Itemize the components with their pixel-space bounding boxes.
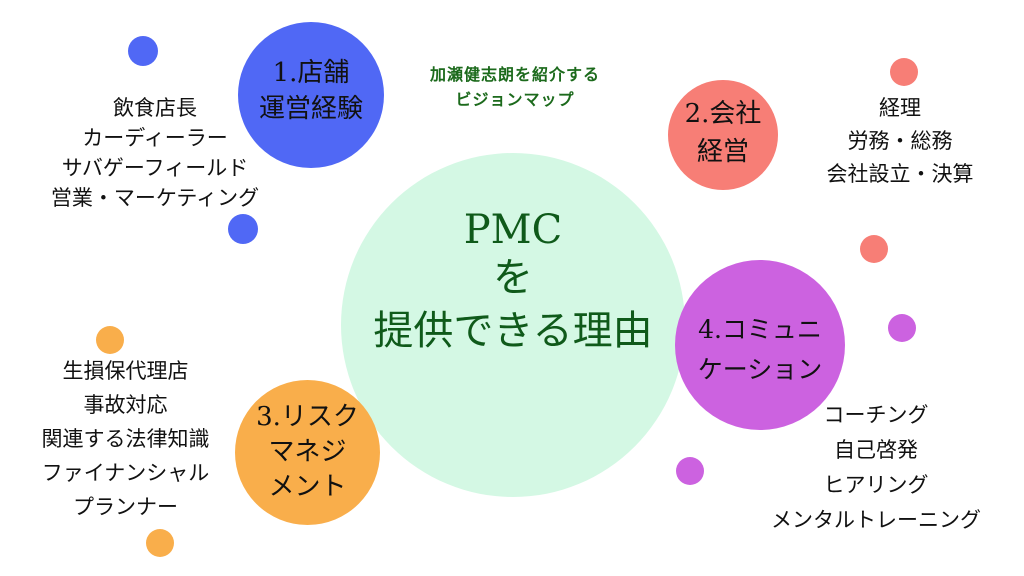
caption-line-1: 加瀬健志朗を紹介する (429, 65, 600, 84)
node-4-title-line-2: ケーション (697, 355, 823, 384)
node-2-title: 2.会社 経営 (668, 95, 778, 171)
node-3-dot-top (96, 326, 124, 354)
list-item: 労務・総務 (847, 129, 953, 153)
map-caption: 加瀬健志朗を紹介する ビジョンマップ (395, 62, 635, 112)
node-1-list: 飲食店長 カーディーラー サバゲーフィールド 営業・マーケティング (20, 93, 290, 213)
node-2-title-line-2: 経営 (696, 137, 749, 167)
list-item: 経理 (879, 96, 921, 120)
node-3-title: 3.リスク マネジ メント (230, 400, 385, 505)
node-4-circle (675, 260, 845, 430)
list-item: メンタルトレーニング (771, 508, 981, 532)
node-3-circle (235, 380, 380, 525)
node-3-title-line-2: マネジ (268, 437, 347, 467)
list-item: カーディーラー (82, 126, 228, 150)
node-3-list: 生損保代理店 事故対応 関連する法律知識 ファイナンシャル プランナー (18, 354, 233, 524)
node-4-dot-bottom (676, 457, 704, 485)
center-title: PMC を 提供できる理由 (341, 205, 685, 361)
center-title-line-2: を (493, 255, 533, 301)
node-3-title-line-3: メント (268, 472, 347, 502)
node-2-dot-top (890, 58, 918, 86)
node-1-circle (238, 22, 384, 168)
node-1-title: 1.店舗 運営経験 (238, 55, 384, 127)
list-item: プランナー (73, 495, 178, 519)
node-2-dot-bottom (860, 235, 888, 263)
node-3-dot-bottom (146, 529, 174, 557)
list-item: コーチング (823, 403, 929, 427)
list-item: 自己啓発 (834, 438, 918, 462)
node-2-circle (668, 80, 778, 190)
node-2-title-line-1: 2.会社 (684, 99, 762, 129)
center-title-line-3: 提供できる理由 (373, 308, 653, 354)
node-2-list: 経理 労務・総務 会社設立・決算 (800, 92, 1000, 191)
list-item: 事故対応 (83, 393, 168, 417)
list-item: 関連する法律知識 (41, 427, 210, 451)
list-item: 会社設立・決算 (826, 162, 974, 186)
list-item: 飲食店長 (113, 96, 197, 120)
node-1-dot-top (128, 36, 158, 66)
list-item: ファイナンシャル (41, 461, 210, 485)
center-circle (341, 153, 685, 497)
caption-line-2: ビジョンマップ (455, 90, 575, 109)
node-1-title-line-1: 1.店舗 (272, 58, 350, 88)
list-item: 営業・マーケティング (50, 186, 260, 210)
node-1-dot-bottom (228, 214, 258, 244)
node-4-list: コーチング 自己啓発 ヒアリング メンタルトレーニング (748, 398, 1004, 538)
node-4-title: 4.コミュニ ケーション (670, 310, 850, 390)
center-title-line-1: PMC (463, 207, 563, 253)
node-4-dot-right (888, 314, 916, 342)
list-item: 生損保代理店 (62, 359, 189, 383)
node-4-title-line-1: 4.コミュニ (698, 315, 822, 344)
node-1-title-line-2: 運営経験 (258, 94, 363, 124)
list-item: サバゲーフィールド (61, 156, 249, 180)
list-item: ヒアリング (823, 473, 929, 497)
node-3-title-line-1: 3.リスク (256, 402, 359, 432)
